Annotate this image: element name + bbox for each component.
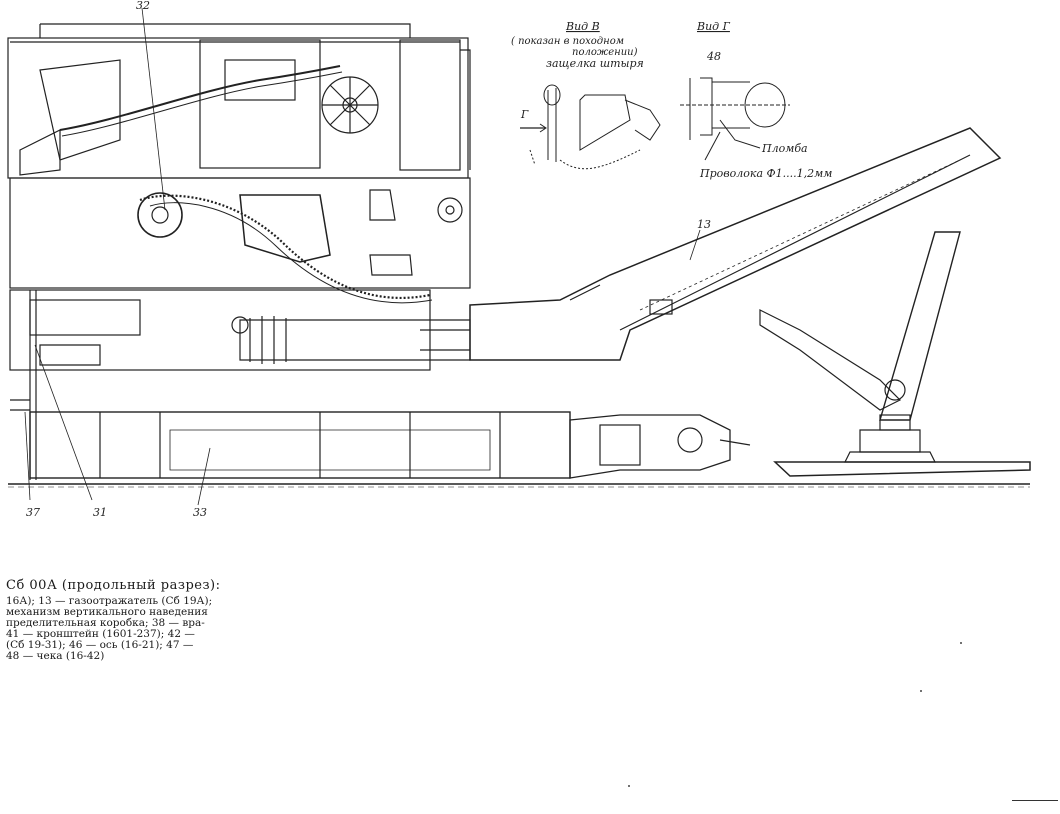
caption-line: пределительная коробка; 38 — вра- <box>6 617 205 629</box>
caption-line: (Сб 19-31); 46 — ось (16-21); 47 — <box>6 639 194 651</box>
speck <box>628 785 630 787</box>
bottom-beam <box>29 411 571 479</box>
caption-title: Сб 00А (продольный разрез): <box>6 578 221 593</box>
view-g-inset <box>680 77 790 161</box>
caption-line: 41 — кронштейн (1601-237); 42 — <box>6 628 195 640</box>
chassis-lower <box>9 289 431 371</box>
label-31: 31 <box>93 506 107 519</box>
view-v-note2: положении) <box>572 47 638 58</box>
caption-line: 48 — чека (16-42) <box>6 650 105 662</box>
label-33: 33 <box>193 506 207 519</box>
view-v-latch: защелка штыря <box>546 57 644 70</box>
page-rule <box>1012 800 1058 801</box>
caption-line: 16А); 13 — газоотражатель (Сб 19А); <box>6 595 213 607</box>
coupling <box>569 414 731 479</box>
caption-line: механизм вертикального наведения <box>6 606 208 618</box>
boom-arm <box>469 127 1002 361</box>
gear-sector <box>139 194 431 299</box>
view-v-note1: ( показан в походном <box>511 36 624 47</box>
view-v-inset <box>520 84 661 170</box>
view-g-wire: Проволока Ф1....1,2мм <box>699 167 832 180</box>
base-pad <box>773 461 1031 477</box>
view-g-title: Вид Г <box>696 20 731 33</box>
speck <box>920 690 922 692</box>
caption-block: Сб 00А (продольный разрез): 16А); 13 — г… <box>6 578 241 662</box>
label-48: 48 <box>706 50 721 63</box>
view-v-arrow-label: Г <box>520 108 529 121</box>
label-13: 13 <box>697 218 711 231</box>
view-g-seal: Пломба <box>761 142 808 155</box>
upper-body <box>7 37 469 179</box>
technical-drawing: 32 13 48 37 31 33 Вид В ( показан в похо… <box>7 0 1031 519</box>
label-32: 32 <box>136 0 150 12</box>
label-37: 37 <box>26 506 40 519</box>
speck <box>960 642 962 644</box>
view-v-title: Вид В <box>565 20 600 33</box>
